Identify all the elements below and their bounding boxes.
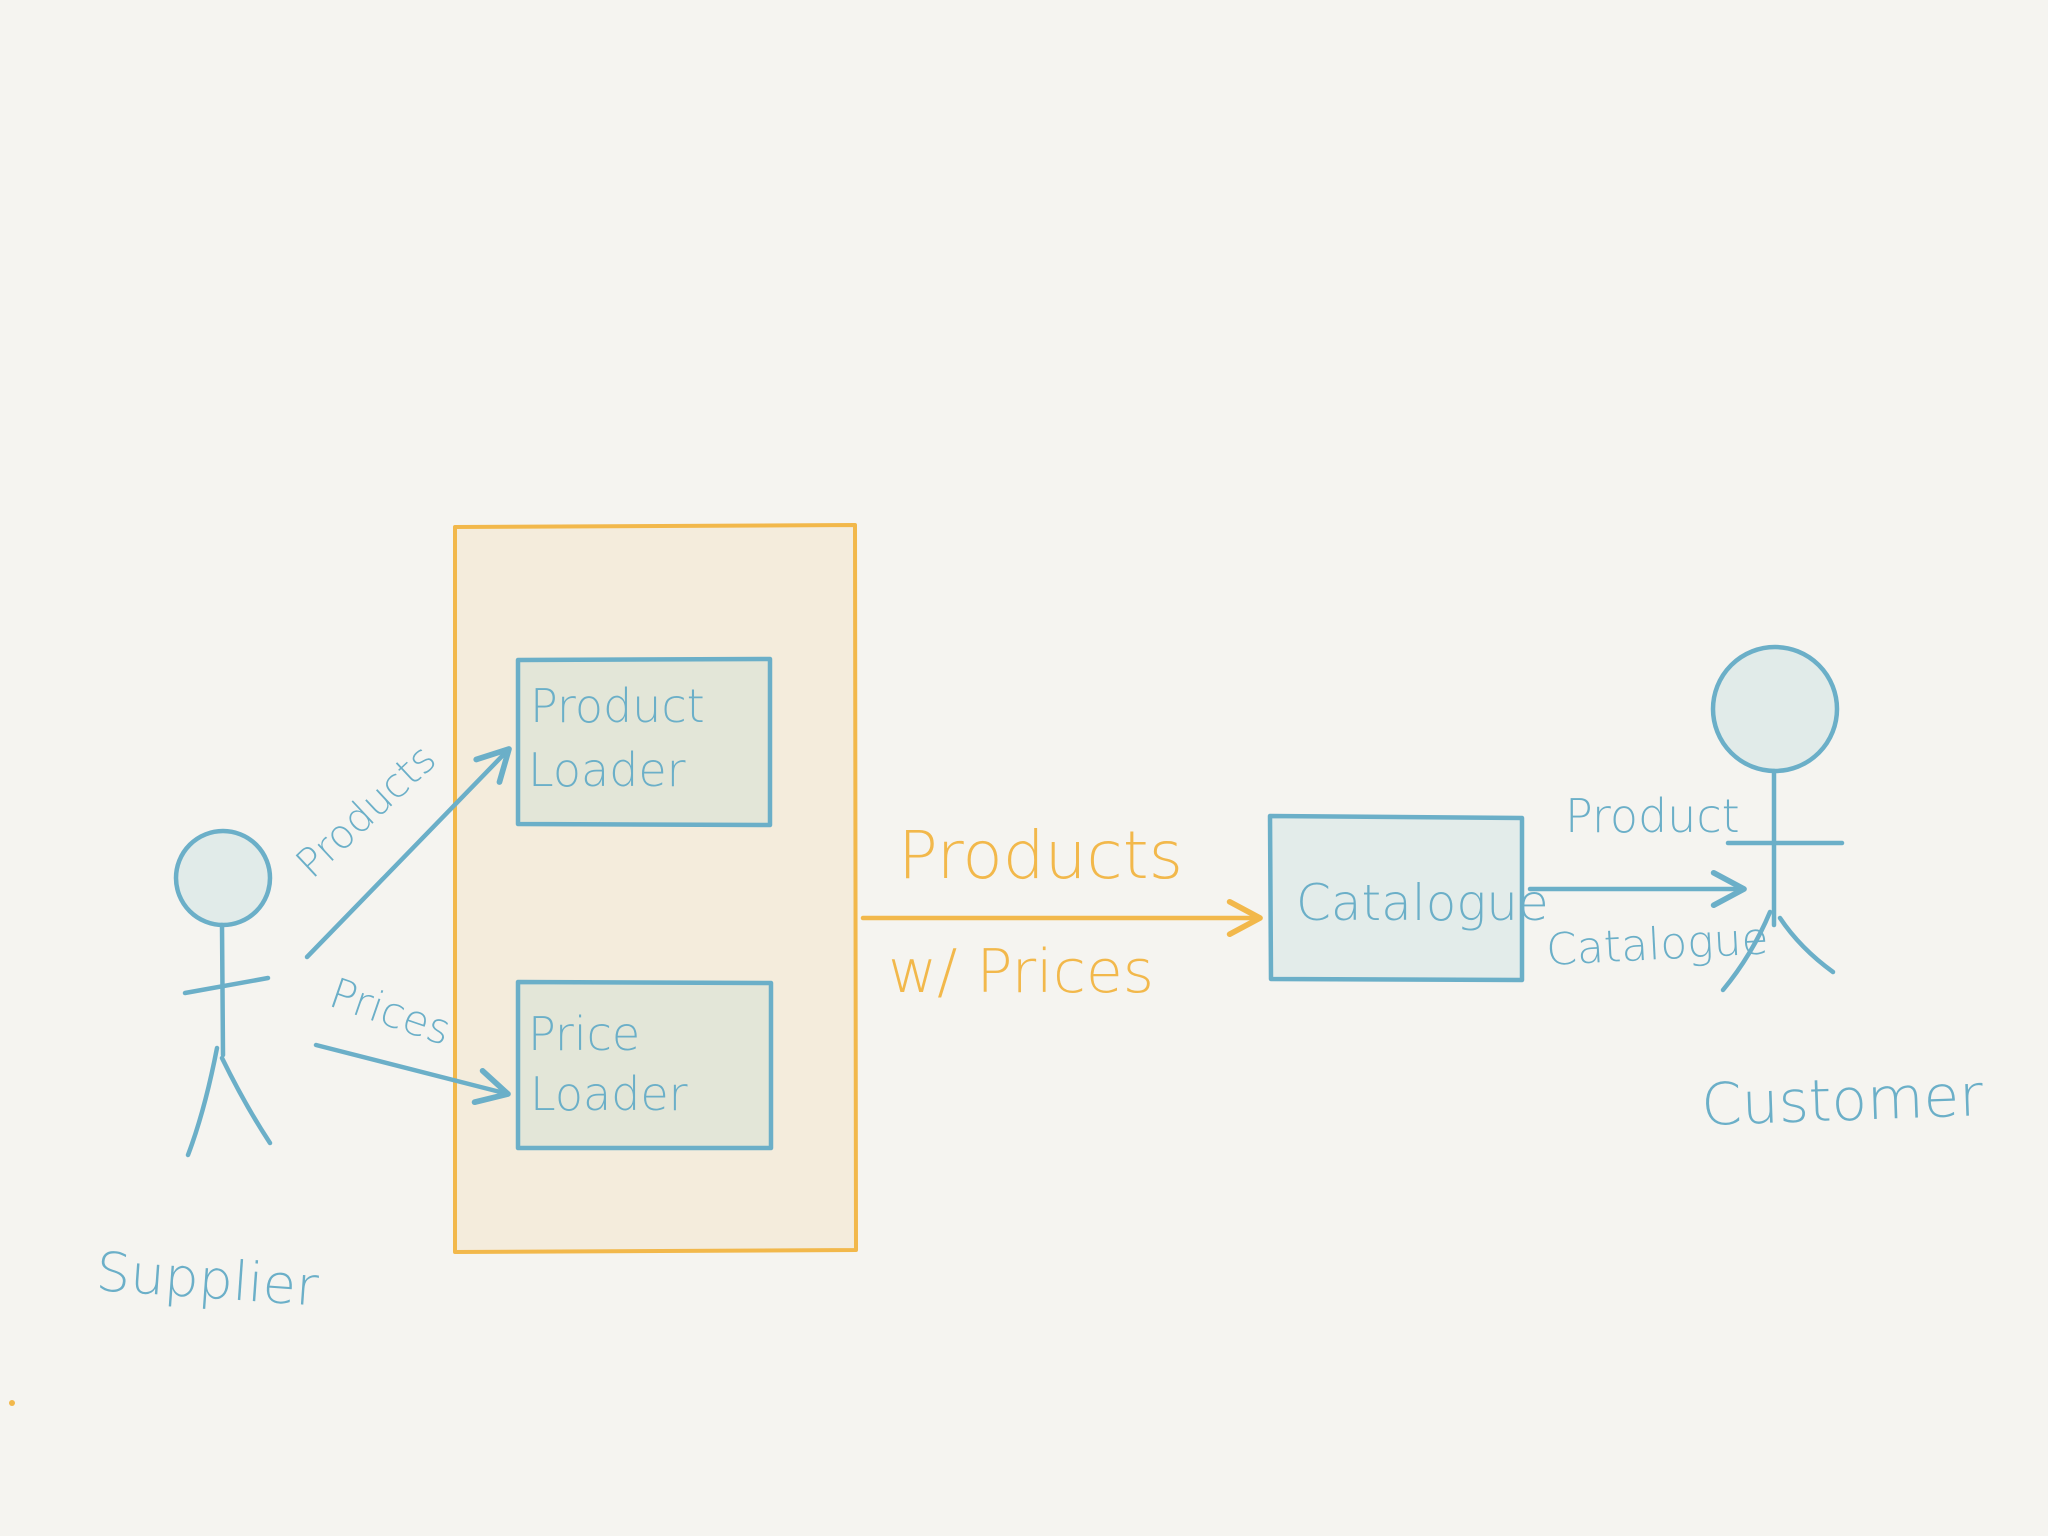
supplier-left-leg <box>185 1045 220 1158</box>
prices-arrow <box>313 1042 511 1106</box>
supplier-label: Supplier <box>94 1240 321 1318</box>
prices-arrow-label: Prices <box>324 968 458 1055</box>
products-arrow <box>304 746 512 960</box>
supplier-body <box>219 922 226 1058</box>
product-catalogue-label-line2: Catalogue <box>1545 913 1770 976</box>
price-loader-box: Price Loader <box>515 979 774 1151</box>
product-loader-label-line1: Product <box>530 679 705 733</box>
product-catalogue-label-line1: Product <box>1565 789 1740 843</box>
catalogue-label: Catalogue <box>1296 874 1549 932</box>
catalogue-box: Catalogue <box>1267 813 1549 983</box>
products-arrow-label: Products <box>287 736 445 887</box>
supplier-right-leg <box>219 1055 273 1146</box>
stray-dot <box>9 1400 15 1406</box>
customer-label: Customer <box>1700 1061 1984 1139</box>
price-loader-label-line2: Loader <box>530 1067 688 1121</box>
customer-figure <box>1710 644 1845 993</box>
supplier-figure <box>173 828 273 1158</box>
supplier-head <box>173 828 273 928</box>
product-loader-label-line2: Loader <box>528 743 686 797</box>
customer-head <box>1710 644 1840 774</box>
customer-right-leg <box>1777 915 1836 975</box>
product-loader-box: Product Loader <box>515 656 773 828</box>
customer-left-leg <box>1720 909 1773 993</box>
price-loader-label-line1: Price <box>528 1007 640 1061</box>
products-with-prices-label-line2: w/ Prices <box>888 937 1154 1007</box>
supplier-arms <box>182 975 271 996</box>
products-with-prices-label-line1: Products <box>898 817 1183 894</box>
